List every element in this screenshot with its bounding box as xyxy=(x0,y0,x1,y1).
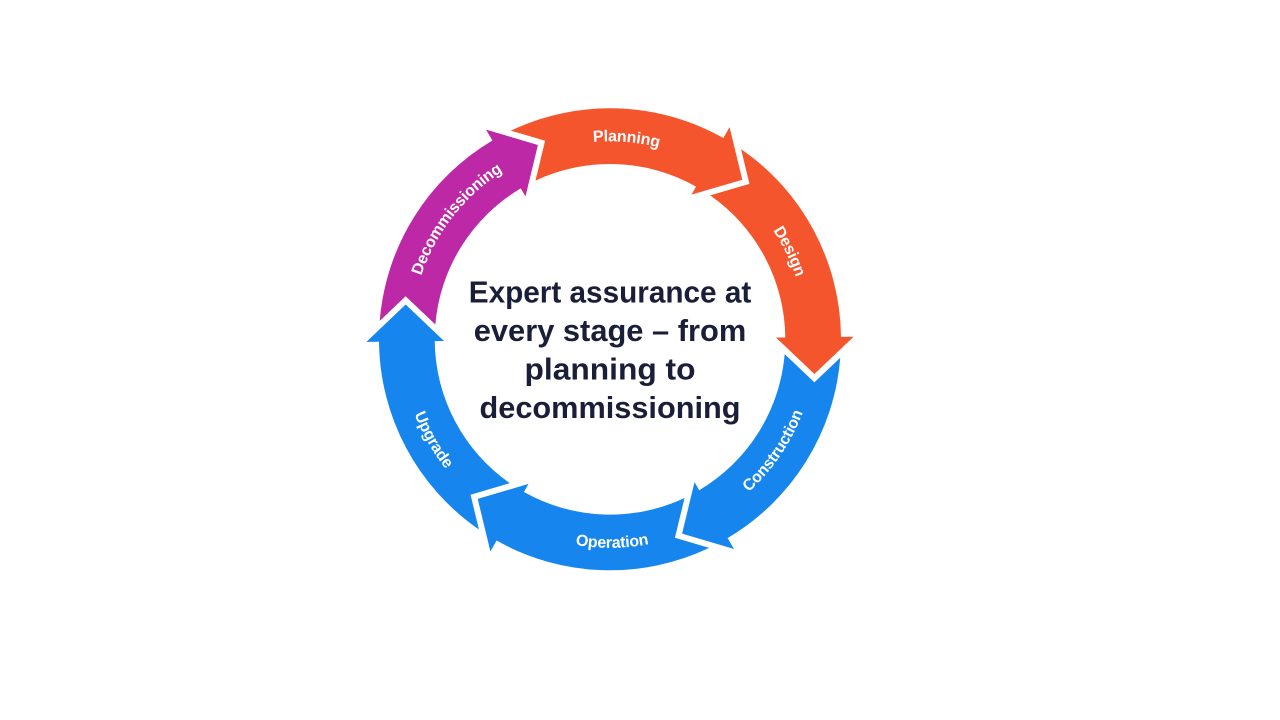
svg-text:planning to: planning to xyxy=(525,353,696,387)
svg-text:decommissioning: decommissioning xyxy=(480,391,741,425)
svg-text:Expert assurance at: Expert assurance at xyxy=(469,276,752,310)
svg-text:every stage – from: every stage – from xyxy=(474,314,747,348)
svg-text:Operation: Operation xyxy=(575,531,650,551)
